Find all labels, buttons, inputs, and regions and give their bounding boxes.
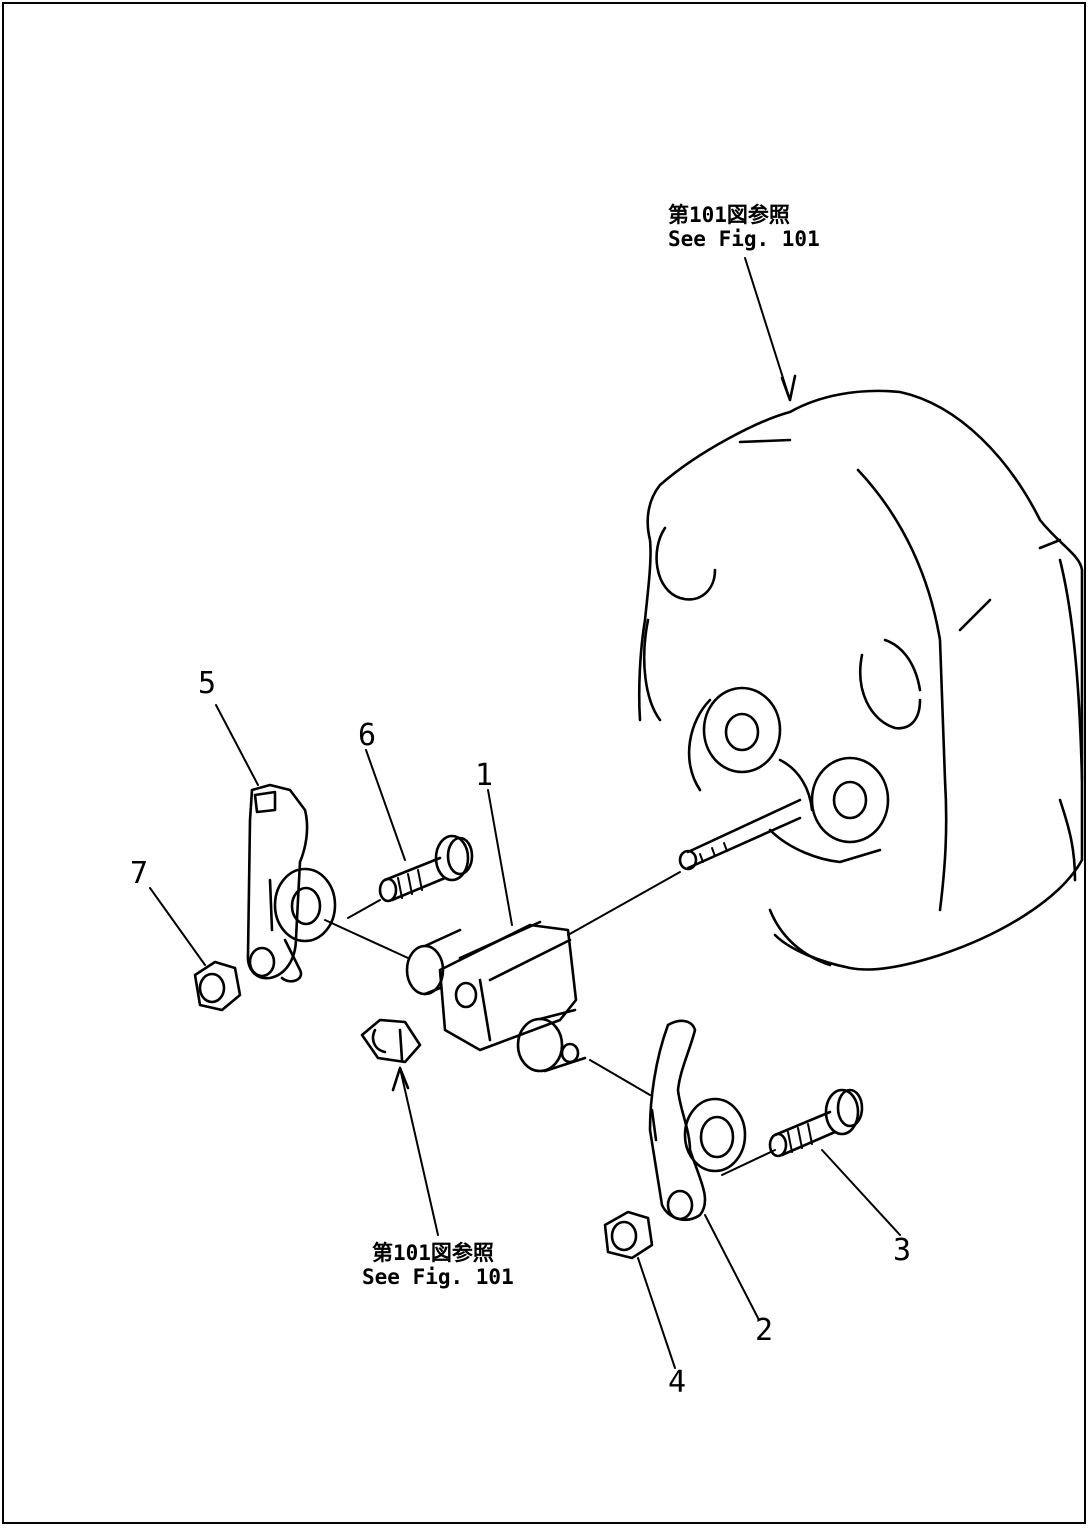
bracket-part-1: [405, 920, 587, 1073]
reference-bottom-en: See Fig. 101: [362, 1265, 514, 1289]
leader-lines: [149, 257, 901, 1369]
callout-7: 7: [130, 856, 148, 891]
reference-bottom-jp: 第101図参照: [372, 1241, 494, 1265]
callout-5: 5: [198, 666, 216, 701]
callout-6: 6: [358, 718, 376, 753]
nut-part-7: [193, 960, 242, 1012]
housing: [637, 389, 1084, 971]
nut-part-4: [603, 1210, 654, 1260]
callout-2: 2: [755, 1313, 773, 1348]
bolt-part-6: [378, 834, 474, 903]
lever-part-2: [648, 1019, 747, 1221]
callout-3: 3: [893, 1233, 911, 1268]
bolt-part-3: [768, 1088, 864, 1158]
callout-4: 4: [668, 1365, 686, 1400]
reference-top-en: See Fig. 101: [668, 227, 820, 251]
nut-see-fig-101: [360, 1018, 422, 1064]
assembly-lines: [324, 871, 776, 1176]
reference-top-jp: 第101図参照: [668, 203, 790, 227]
lever-part-5: [246, 783, 337, 983]
callout-1: 1: [475, 758, 493, 793]
